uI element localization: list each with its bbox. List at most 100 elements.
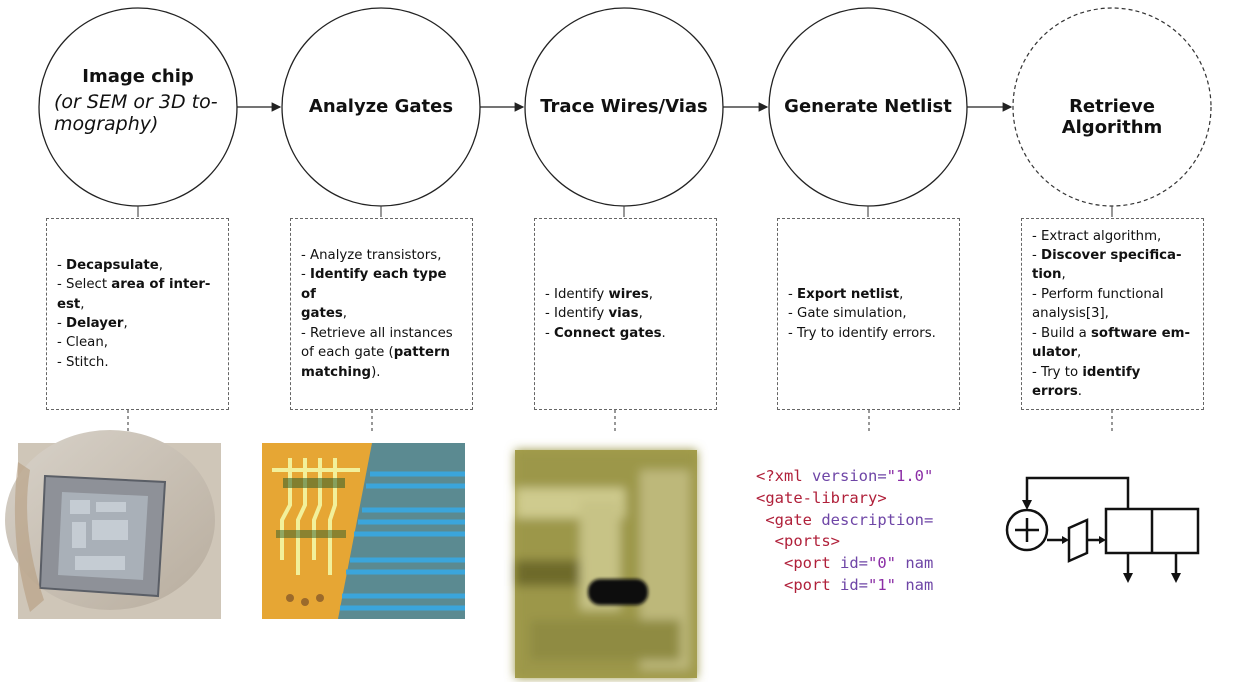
text: - Perform functional (1032, 286, 1164, 302)
text: . (1077, 383, 1082, 399)
step-2-item: - Analyze transistors, (301, 246, 462, 265)
text: , (648, 286, 654, 302)
step-2-item: gates, (301, 304, 462, 323)
text: - Stitch. (57, 354, 109, 370)
text: analysis[3], (1032, 306, 1109, 322)
algorithm-block-diagram (1005, 476, 1200, 583)
code-line: <ports> (756, 531, 950, 553)
step-3-box: - Identify wires,- Identify vias,- Conne… (534, 218, 717, 410)
gates-micrograph (262, 443, 465, 619)
step-3-label: Trace Wires/Vias (532, 96, 716, 117)
step-5-item: analysis[3], (1032, 304, 1193, 323)
step-5-item: - Try to identify errors. (1032, 363, 1193, 402)
code-token: <gate-library> (756, 488, 887, 507)
step-1-label: Image chip (or SEM or 3D to- mography) (50, 66, 226, 135)
step-1-item: - Delayer, (57, 314, 210, 333)
step-4-item: - Try to identify errors. (788, 324, 936, 343)
step-1-item: est, (57, 295, 210, 314)
code-token: id= (840, 554, 868, 573)
bold-text: software em- (1091, 325, 1191, 341)
bold-text: Export netlist (797, 286, 900, 302)
code-token: <port (784, 554, 840, 573)
step-5-item: - Extract algorithm, (1032, 227, 1193, 246)
bold-text: Decapsulate (66, 257, 159, 273)
bold-text: pattern (393, 345, 450, 361)
code-token: <port (784, 575, 840, 594)
bold-text: Discover specifica- (1041, 248, 1182, 264)
step-5-box: - Extract algorithm, - Discover specifica… (1021, 218, 1204, 410)
step-5-title: Retrieve Algorithm (1061, 96, 1163, 138)
bold-text: wires (608, 286, 649, 302)
code-line: <port id="0" nam (756, 553, 950, 575)
code-token: "1" (868, 575, 896, 594)
bold-text: matching (301, 364, 372, 380)
step-5-item: tion, (1032, 265, 1193, 284)
step-3-title: Trace Wires/Vias (540, 96, 708, 117)
bold-text: identify errors (1032, 364, 1141, 399)
text: , (158, 257, 163, 273)
step-4-label: Generate Netlist (780, 96, 956, 117)
text: of each gate ( (301, 345, 394, 361)
code-token: description= (821, 510, 934, 529)
step-5-item: - Discover specifica- (1032, 246, 1193, 265)
step-circles (38, 7, 1212, 207)
step-4-item: - Gate simulation, (788, 304, 936, 323)
step-5-list: - Extract algorithm, - Discover specifica… (1032, 227, 1193, 402)
code-token (756, 511, 765, 529)
step-1-item: - Select area of inter- (57, 275, 210, 294)
text: , (638, 306, 643, 322)
step-3-item: - Identify wires, (545, 285, 666, 304)
text: - Build a (1032, 325, 1092, 341)
text: , (123, 316, 128, 331)
step-5-item: - Perform functional (1032, 285, 1193, 304)
text: . (661, 325, 666, 341)
step-2-label: Analyze Gates (293, 96, 469, 117)
code-line: <port id="1" nam (756, 575, 950, 597)
code-token: <gate (765, 510, 822, 529)
bold-text: Identify each type of (301, 267, 447, 302)
step-2-item: - Retrieve all instances (301, 324, 462, 343)
step-2-item: of each gate (pattern (301, 343, 462, 362)
text: - (301, 267, 311, 283)
step-2-title: Analyze Gates (308, 96, 454, 117)
step-4-title: Generate Netlist (784, 96, 952, 117)
text: - (57, 257, 67, 273)
code-token: "1.0" (886, 467, 934, 485)
text: - Select (57, 277, 112, 293)
code-token: nam (896, 575, 934, 594)
text: - Try to (1032, 364, 1083, 380)
bold-text: est (57, 296, 81, 312)
connectors (127, 206, 1113, 433)
text: ). (371, 364, 381, 380)
code-token (756, 576, 784, 594)
step-3-item: - Connect gates. (545, 324, 666, 343)
text: - (57, 316, 67, 331)
step-2-item: - Identify each type of (301, 265, 462, 304)
step-3-item: - Identify vias, (545, 304, 666, 323)
step-4-list: - Export netlist, - Gate simulation,- Try… (788, 285, 936, 343)
step-1-item: - Clean, (57, 333, 210, 352)
text: - Identify (545, 306, 609, 322)
step-2-item: matching). (301, 363, 462, 382)
bold-text: gates (301, 306, 343, 322)
text: - (788, 286, 798, 302)
step-5-label: Retrieve Algorithm (1016, 96, 1208, 138)
bold-text: ulator (1032, 345, 1078, 361)
bold-text: tion (1032, 267, 1062, 283)
code-line: <?xml version="1.0" (756, 466, 950, 488)
code-token: id= (840, 575, 868, 594)
bold-text: area of inter- (111, 277, 211, 293)
text: - Clean, (57, 335, 108, 351)
step-1-box: - Decapsulate, - Select area of inter-est… (46, 218, 229, 410)
text: - Extract algorithm, (1032, 228, 1162, 244)
code-token: "0" (868, 554, 896, 573)
chip-photo (5, 430, 221, 619)
step-1-subtitle: (or SEM or 3D to- mography) (54, 91, 218, 135)
netlist-code-snippet: <?xml version="1.0"<gate-library> <gate … (756, 466, 950, 597)
text: , (899, 286, 904, 302)
text: , (80, 296, 85, 312)
code-token: version= (812, 467, 887, 485)
via-closeup (515, 450, 697, 678)
step-1-item: - Stitch. (57, 353, 210, 372)
